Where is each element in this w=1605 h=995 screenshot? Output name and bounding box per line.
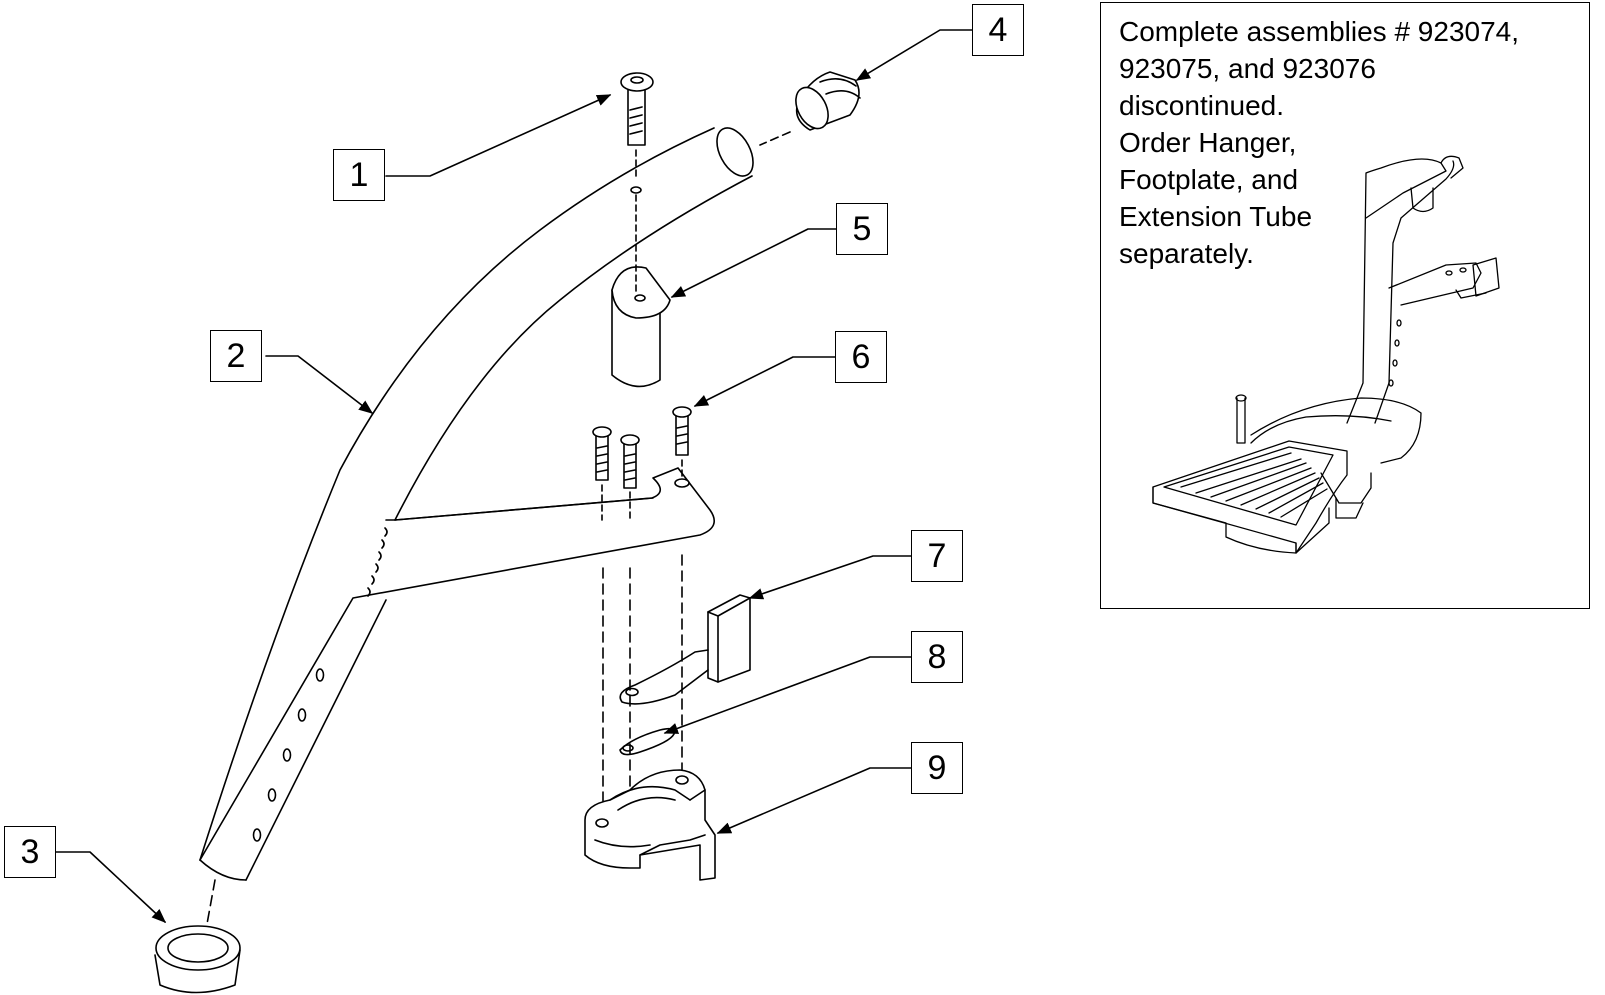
callout-4: 4	[972, 4, 1024, 56]
leader-lines	[55, 29, 973, 923]
note-text: Complete assemblies # 923074, 923075, an…	[1119, 13, 1519, 272]
callout-8: 8	[911, 631, 963, 683]
assembled-footrest-drawing	[1152, 155, 1500, 554]
screw-part-1	[620, 72, 654, 181]
alignment-lines	[204, 554, 683, 936]
callout-7: 7	[911, 530, 963, 582]
bushing-part	[611, 194, 671, 388]
callout-2: 2	[210, 330, 262, 382]
note-line: Footplate, and	[1119, 164, 1299, 195]
bottom-cap-part	[154, 925, 241, 994]
note-line: Extension Tube	[1119, 201, 1313, 232]
note-line: discontinued.	[1119, 90, 1285, 121]
note-line: Complete assemblies # 923074,	[1119, 16, 1520, 47]
hanger-tube-part	[199, 127, 754, 881]
spring-clip-part	[619, 727, 676, 756]
note-box: Complete assemblies # 923074, 923075, an…	[1100, 2, 1590, 609]
callout-3: 3	[4, 826, 56, 878]
note-line: separately.	[1119, 238, 1254, 269]
screw-set-part-6	[592, 406, 692, 521]
end-cap-part	[759, 71, 861, 146]
callout-6: 6	[835, 331, 887, 383]
callout-1: 1	[333, 149, 385, 201]
callout-5: 5	[836, 203, 888, 255]
lever-part	[619, 594, 751, 705]
clamp-part	[584, 769, 716, 881]
callout-9: 9	[911, 742, 963, 794]
note-line: 923075, and 923076	[1119, 53, 1376, 84]
note-line: Order Hanger,	[1119, 127, 1297, 158]
